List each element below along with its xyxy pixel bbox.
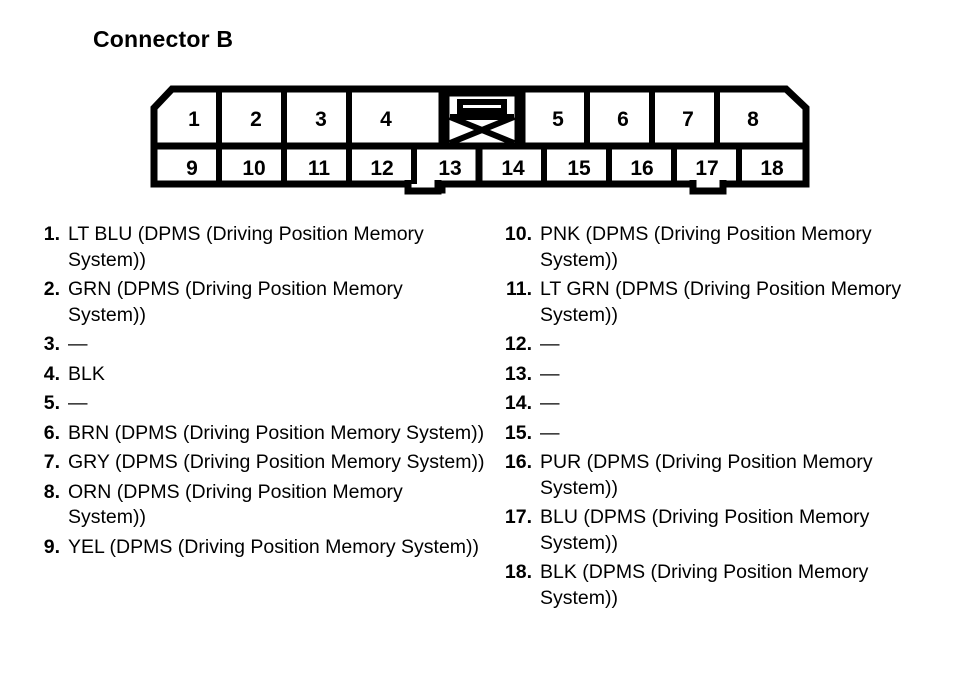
list-item: 16. PUR (DPMS (Driving Position Memory S… [492,450,944,501]
list-item: 12. — [492,332,944,358]
list-item: 2. GRN (DPMS (Driving Position Memory Sy… [34,277,486,328]
connector-pin-1: 1 [188,108,200,131]
connector-pin-8: 8 [747,108,759,131]
connector-pin-10: 10 [242,157,265,180]
connector-pin-3: 3 [315,108,327,131]
pin-description: — [68,333,88,355]
connector-pin-17: 17 [695,157,718,180]
connector-pin-13: 13 [438,157,461,180]
connector-pin-4: 4 [380,108,392,131]
pin-index: 8. [43,480,60,503]
pin-description: GRY (DPMS (Driving Position Memory Syste… [68,451,485,473]
connector-pin-7: 7 [682,108,694,131]
pin-description: YEL (DPMS (Driving Position Memory Syste… [68,535,480,558]
connector-pin-6: 6 [617,108,629,131]
pin-index: 15. [504,421,532,444]
latch-detail [442,89,522,150]
pin-description: PUR (DPMS (Driving Position Memory Syste… [540,451,873,499]
pin-index: 17. [504,506,532,528]
list-item: 13. — [492,362,944,388]
list-item: 14. — [492,391,944,417]
latch-inner-bar [457,99,507,114]
pin-index: 10. [504,223,532,245]
pin-index: 11. [505,278,532,300]
pin-description: — [540,333,560,355]
pin-index: 16. [504,451,532,473]
pin-description: BLK (DPMS (Driving Position Memory Syste… [540,561,869,609]
pin-index: 3. [43,333,60,355]
pin-description: — [68,392,88,414]
pin-description: LT GRN (DPMS (Driving Position Memory Sy… [540,278,902,326]
list-item: 4. BLK [34,362,486,388]
list-item: 17. BLU (DPMS (Driving Position Memory S… [492,505,944,556]
pin-index: 2. [43,278,60,300]
pin-index: 7. [43,451,60,473]
list-item: 7. GRY (DPMS (Driving Position Memory Sy… [34,450,486,476]
list-item: 3. — [34,332,486,358]
connector-pin-15: 15 [567,157,591,180]
list-item: 18. BLK (DPMS (Driving Position Memory S… [492,560,944,611]
pin-description: BLU (DPMS (Driving Position Memory Syste… [540,506,870,554]
pin-index: 13. [504,362,532,385]
connector-pin-9: 9 [186,157,198,180]
list-item: 1. LT BLU (DPMS (Driving Position Memory… [34,222,486,273]
list-item: 9. YEL (DPMS (Driving Position Memory Sy… [34,535,486,561]
connector-pinout-diagram: 1 2 3 4 5 6 7 8 9 10 11 12 13 14 15 16 1… [150,84,812,196]
list-item: 5. — [34,391,486,417]
connector-pin-5: 5 [552,108,564,131]
connector-pin-18: 18 [760,157,784,180]
pin-index: 12. [504,333,532,355]
pin-description: — [540,392,560,414]
connector-pin-12: 12 [370,157,393,180]
page-title: Connector B [93,26,234,52]
connector-pin-2: 2 [250,108,262,131]
list-item: 10. PNK (DPMS (Driving Position Memory S… [492,222,944,273]
pin-description: BLK [68,362,105,385]
pin-index: 1. [43,223,60,245]
pin-description: — [540,362,560,385]
list-item: 6. BRN (DPMS (Driving Position Memory Sy… [34,421,486,447]
list-item: 11. LT GRN (DPMS (Driving Position Memor… [492,277,944,328]
pin-description: GRN (DPMS (Driving Position Memory Syste… [68,278,403,326]
pin-list-right: 10. PNK (DPMS (Driving Position Memory S… [492,222,944,615]
connector-bottom-tab-right [689,180,727,195]
connector-pin-11: 11 [308,157,331,180]
list-item: 8. ORN (DPMS (Driving Position Memory Sy… [34,480,486,531]
pin-description: — [540,421,560,444]
pin-description: LT BLU (DPMS (Driving Position Memory Sy… [68,223,424,271]
latch-cross-line-b [448,114,516,146]
pin-index: 4. [43,362,60,385]
pin-index: 5. [43,392,60,414]
pin-index: 6. [43,421,60,444]
list-item: 15. — [492,421,944,447]
connector-outline-svg: 1 2 3 4 5 6 7 8 9 10 11 12 13 14 15 16 1… [150,85,810,195]
pin-description: PNK (DPMS (Driving Position Memory Syste… [540,223,872,271]
pin-index: 14. [504,392,532,414]
connector-pin-14: 14 [501,157,525,180]
pin-index: 9. [43,535,60,558]
pin-description: ORN (DPMS (Driving Position Memory Syste… [68,480,403,529]
pin-index: 18. [504,561,532,583]
pin-list-left: 1. LT BLU (DPMS (Driving Position Memory… [34,222,486,564]
connector-pin-16: 16 [630,157,653,180]
pin-description: BRN (DPMS (Driving Position Memory Syste… [68,421,485,444]
